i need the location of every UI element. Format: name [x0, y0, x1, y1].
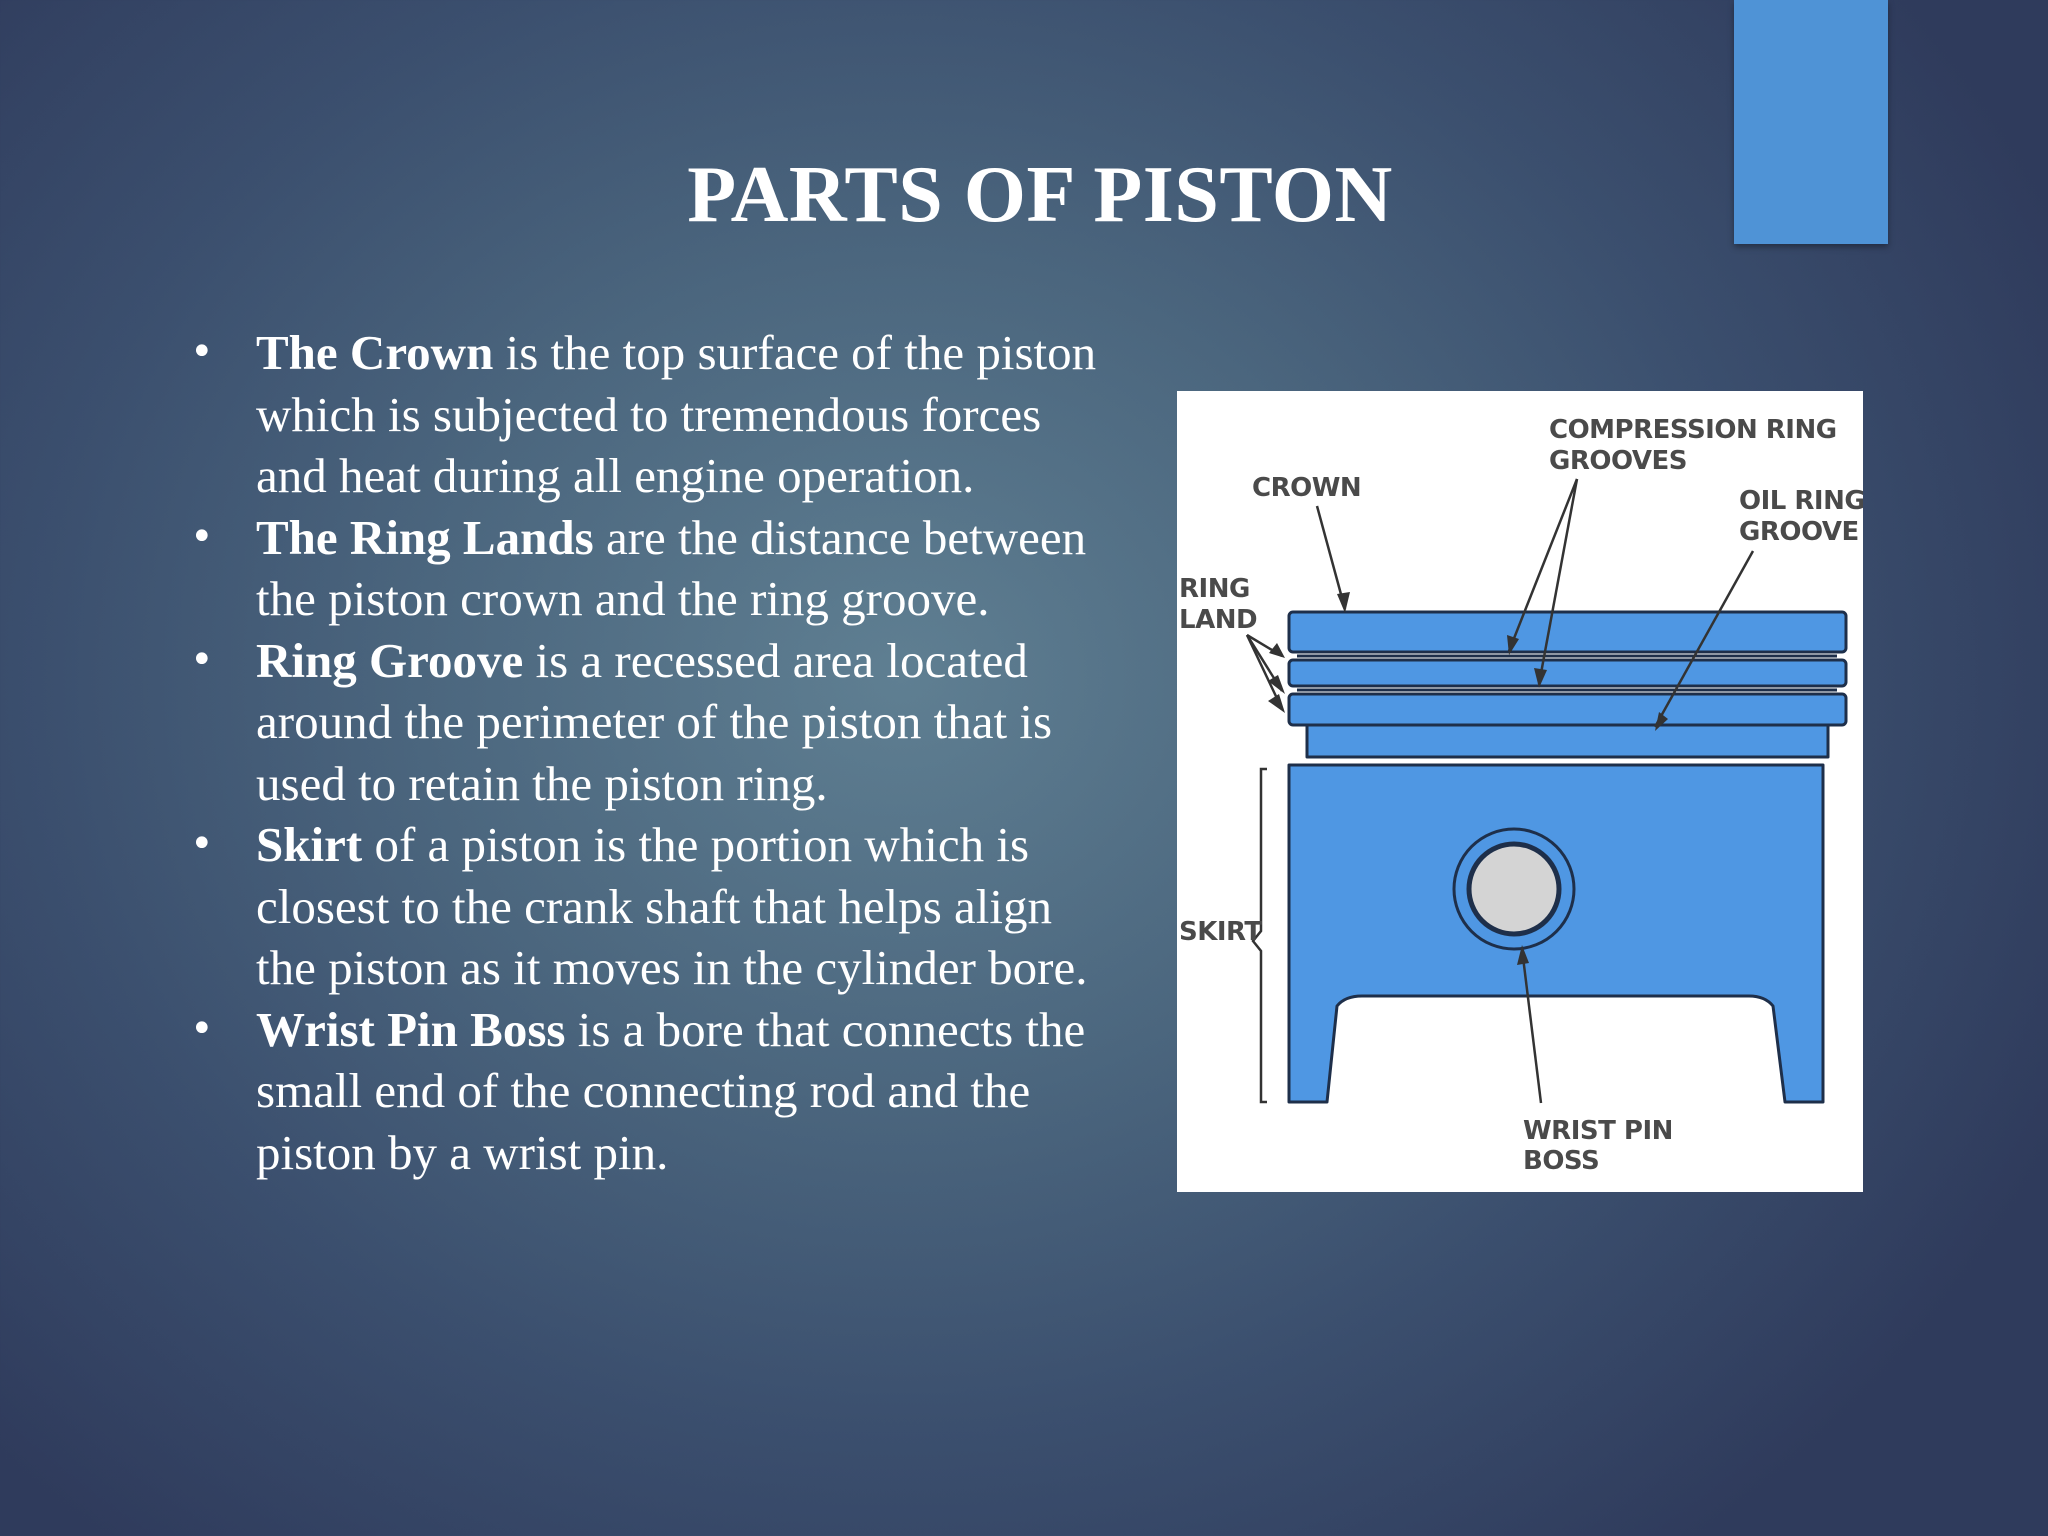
crown-band [1287, 610, 1848, 654]
bullet-ring-groove: • Ring Groove is a recessed area located… [186, 630, 1116, 815]
bullet-text: of a piston is the portion which is clos… [256, 817, 1088, 995]
label-boss: BOSS [1523, 1146, 1599, 1176]
bullet-text: is a recessed area located around the pe… [256, 632, 1053, 811]
label-compression-grooves: GROOVES [1549, 446, 1687, 476]
bullet-term: The Crown [256, 325, 494, 380]
bullet-wrist-pin-boss: • Wrist Pin Boss is a bore that connects… [186, 999, 1116, 1184]
bullet-term: The Ring Lands [256, 509, 594, 565]
bullet-term: Wrist Pin Boss [256, 1001, 566, 1057]
accent-bar [1734, 0, 1888, 244]
bullet-text: is a bore that connects the small end of… [256, 1001, 1086, 1180]
label-crown: CROWN [1252, 473, 1361, 503]
label-oil-groove: GROOVE [1739, 517, 1859, 547]
bullet-ring-lands: • The Ring Lands are the distance betwee… [186, 507, 1116, 630]
bullet-dot: • [190, 329, 214, 375]
bullet-crown: • The Crown is the top surface of the pi… [186, 322, 1116, 507]
bullet-dot: • [190, 513, 214, 560]
bullet-term: Skirt [256, 817, 363, 872]
label-ring: RING [1179, 574, 1250, 604]
label-compression-ring: COMPRESSION RING [1549, 415, 1837, 445]
bullet-list: • The Crown is the top surface of the pi… [186, 322, 1116, 1183]
bullet-dot: • [190, 821, 214, 867]
piston-neck [1305, 723, 1830, 759]
bullet-text: are the distance between the piston crow… [256, 509, 1087, 627]
ring-band-1 [1287, 658, 1848, 688]
bullet-skirt: • Skirt of a piston is the portion which… [186, 814, 1116, 999]
leader-lines [1245, 478, 1755, 1104]
piston-diagram-svg: COMPRESSION RING GROOVES CROWN OIL RING … [1179, 415, 1863, 1176]
arrowheads [1268, 592, 1668, 965]
bullet-text: is the top surface of the piston which i… [256, 325, 1097, 503]
piston-diagram: COMPRESSION RING GROOVES CROWN OIL RING … [1177, 391, 1863, 1192]
label-land: LAND [1179, 605, 1257, 635]
bullet-term: Ring Groove [256, 632, 524, 688]
label-wrist-pin: WRIST PIN [1523, 1116, 1673, 1146]
bullet-dot: • [190, 1005, 214, 1052]
slide-title: PARTS OF PISTON [687, 151, 1393, 239]
ring-band-2 [1287, 692, 1848, 727]
groove-lines [1297, 654, 1837, 692]
label-skirt: SKIRT [1179, 917, 1262, 947]
wrist-pin-hole [1466, 841, 1562, 937]
piston-body [1287, 610, 1848, 1104]
bullet-dot: • [190, 636, 214, 683]
label-oil-ring: OIL RING [1739, 486, 1863, 516]
